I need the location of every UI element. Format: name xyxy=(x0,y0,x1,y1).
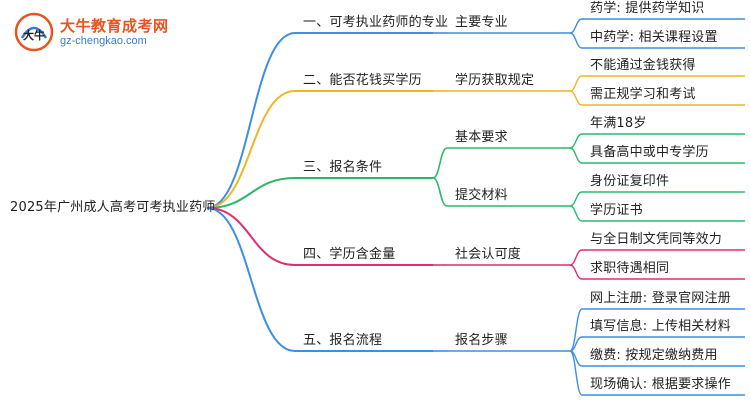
edge-group-to-leaf xyxy=(569,191,583,207)
leaf-node: 缴费: 按规定缴纳费用 xyxy=(590,348,718,363)
edge-root-to-branch xyxy=(206,32,296,209)
group-node: 学历获取规定 xyxy=(455,73,535,88)
edge-root-to-branch xyxy=(206,207,296,352)
edge-root-to-branch xyxy=(206,207,296,266)
edge-group-to-leaf xyxy=(569,249,583,266)
branch-node: 二、能否花钱买学历 xyxy=(303,73,422,88)
group-node: 基本要求 xyxy=(455,130,508,145)
edge-group-to-leaf xyxy=(569,350,583,396)
edge-group-to-leaf xyxy=(569,308,583,352)
group-node: 主要专业 xyxy=(455,15,508,30)
branch-node: 五、报名流程 xyxy=(303,333,383,348)
leaf-node: 不能通过金钱获得 xyxy=(590,58,696,73)
logo-mark-icon: 大牛 xyxy=(14,12,54,52)
edge-group-to-leaf xyxy=(569,264,583,280)
logo-url: gz-chengkao.com xyxy=(60,35,147,47)
leaf-node: 需正规学习和考试 xyxy=(590,87,696,102)
edge-group-to-leaf xyxy=(569,18,583,34)
edge-branch-to-group xyxy=(432,147,448,179)
site-logo: 大牛 大牛教育成考网 gz-chengkao.com xyxy=(8,10,168,54)
edge-branch-to-group xyxy=(432,177,448,207)
branch-node: 三、报名条件 xyxy=(303,160,383,175)
leaf-node: 身份证复印件 xyxy=(590,174,670,189)
group-node: 报名步骤 xyxy=(455,333,508,348)
edge-group-to-leaf xyxy=(569,32,583,49)
edge-group-to-leaf xyxy=(569,75,583,92)
group-node: 社会认可度 xyxy=(455,247,522,262)
leaf-node: 学历证书 xyxy=(590,203,643,218)
branch-node: 四、学历含金量 xyxy=(303,247,396,262)
leaf-node: 网上注册: 登录官网注册 xyxy=(590,291,731,306)
group-node: 提交材料 xyxy=(455,188,508,203)
leaf-node: 具备高中或中专学历 xyxy=(590,145,709,160)
edge-group-to-leaf xyxy=(569,133,583,149)
edge-root-to-branch xyxy=(206,177,296,209)
logo-mark-text: 大牛 xyxy=(23,28,45,42)
edge-group-to-leaf xyxy=(569,90,583,106)
leaf-node: 中药学: 相关课程设置 xyxy=(590,30,718,45)
leaf-node: 填写信息: 上传相关材料 xyxy=(590,319,731,334)
leaf-node: 求职待遇相同 xyxy=(590,261,670,276)
logo-name: 大牛教育成考网 xyxy=(60,17,169,35)
leaf-node: 现场确认: 根据要求操作 xyxy=(590,377,731,392)
leaf-node: 药学: 提供药学知识 xyxy=(590,1,705,16)
edge-group-to-leaf xyxy=(569,205,583,222)
leaf-node: 与全日制文凭同等效力 xyxy=(590,232,723,247)
edge-root-to-branch xyxy=(206,90,296,209)
leaf-node: 年满18岁 xyxy=(590,116,647,131)
edge-group-to-leaf xyxy=(569,147,583,164)
branch-node: 一、可考执业药师的专业 xyxy=(303,15,449,30)
root-node: 2025年广州成人高考可考执业药师 xyxy=(10,200,216,215)
